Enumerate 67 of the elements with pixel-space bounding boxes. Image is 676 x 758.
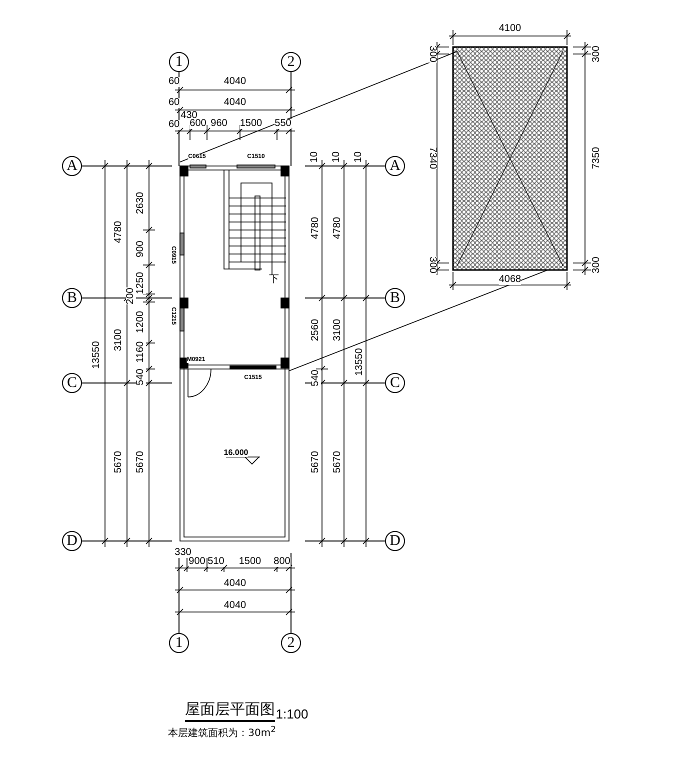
dimension-label: 5670: [114, 450, 124, 474]
axis-bubble: A: [62, 156, 82, 176]
axis-bubble: B: [385, 288, 405, 308]
dimension-label: 1500: [238, 557, 262, 567]
axis-bubble: 2: [281, 633, 301, 653]
axis-bubble: 1: [169, 52, 189, 72]
dimension-label: 60: [168, 77, 180, 87]
dimension-label: 5670: [136, 450, 146, 474]
dimension-label: 4068: [498, 275, 522, 285]
dimension-label: 4040: [224, 77, 246, 87]
dimension-label: 960: [210, 119, 228, 129]
dimension-label: 5670: [333, 450, 343, 474]
stair-direction-label: 下: [269, 275, 279, 285]
dimension-label: 1500: [240, 119, 262, 129]
dimension-label: 4780: [114, 220, 124, 244]
leader-line: [288, 270, 548, 372]
dimension-label: 900: [188, 557, 206, 567]
axis-bubble: D: [62, 531, 82, 551]
dimension-label: 4040: [224, 98, 246, 108]
axis-bubble: 2: [281, 52, 301, 72]
drawing-title: 屋面层平面图: [185, 700, 275, 722]
dimension-label: 7340: [427, 146, 437, 170]
dimension-label: 2560: [311, 318, 321, 342]
dimension-label: 200: [126, 288, 136, 304]
dimension-label: 1160: [136, 341, 146, 363]
scale-label: 1:100: [276, 708, 308, 720]
dimension-label: 4040: [224, 579, 246, 589]
dimension-label: 2630: [136, 192, 146, 214]
dimension-label: 540: [311, 370, 321, 386]
dimension-label: 4780: [311, 216, 321, 240]
axis-bubble: D: [385, 531, 405, 551]
dimension-label: 510: [208, 557, 224, 567]
dimension-label: 10: [332, 151, 342, 163]
dimension-label: 800: [274, 557, 290, 567]
dimension-label: 10: [354, 151, 364, 163]
dimension-label: 300: [592, 256, 602, 274]
dimension-label: 60: [168, 120, 180, 130]
dimension-label: 330: [174, 548, 192, 558]
dimension-label: 300: [592, 46, 602, 62]
dimension-label: 10: [310, 151, 320, 163]
dimension-label: 60: [168, 98, 180, 108]
axis-bubble: 1: [169, 633, 189, 653]
dimension-label: 300: [427, 46, 437, 62]
dimension-label: 300: [427, 256, 437, 274]
dimension-label: 550: [274, 119, 292, 129]
elevation-label: 16.000: [224, 449, 248, 457]
axis-bubble: C: [62, 373, 82, 393]
dimension-label: 1250: [136, 272, 146, 294]
axis-bubble: A: [385, 156, 405, 176]
dimension-label: 3100: [114, 328, 124, 352]
dimension-label: 4040: [224, 601, 246, 611]
dimension-label: 3100: [333, 318, 343, 342]
dimension-label: 600: [190, 119, 206, 129]
area-note: 本层建筑面积为：30m$^{2}$: [168, 724, 276, 740]
dimension-label: 1200: [136, 310, 146, 334]
dimension-label: 7350: [592, 146, 602, 170]
roof-tile-plan-drawing: [453, 47, 567, 270]
dimension-label: 13550: [92, 341, 102, 369]
dimension-label: 900: [136, 240, 146, 258]
dimension-label: 4780: [333, 216, 343, 240]
axis-bubble: B: [62, 288, 82, 308]
dimension-label: 13550: [355, 348, 365, 376]
leader-line: [180, 51, 458, 162]
dimension-label: 5670: [311, 450, 321, 474]
axis-bubble: C: [385, 373, 405, 393]
dimension-label: 4100: [498, 24, 522, 34]
dimension-label: 540: [136, 368, 146, 386]
